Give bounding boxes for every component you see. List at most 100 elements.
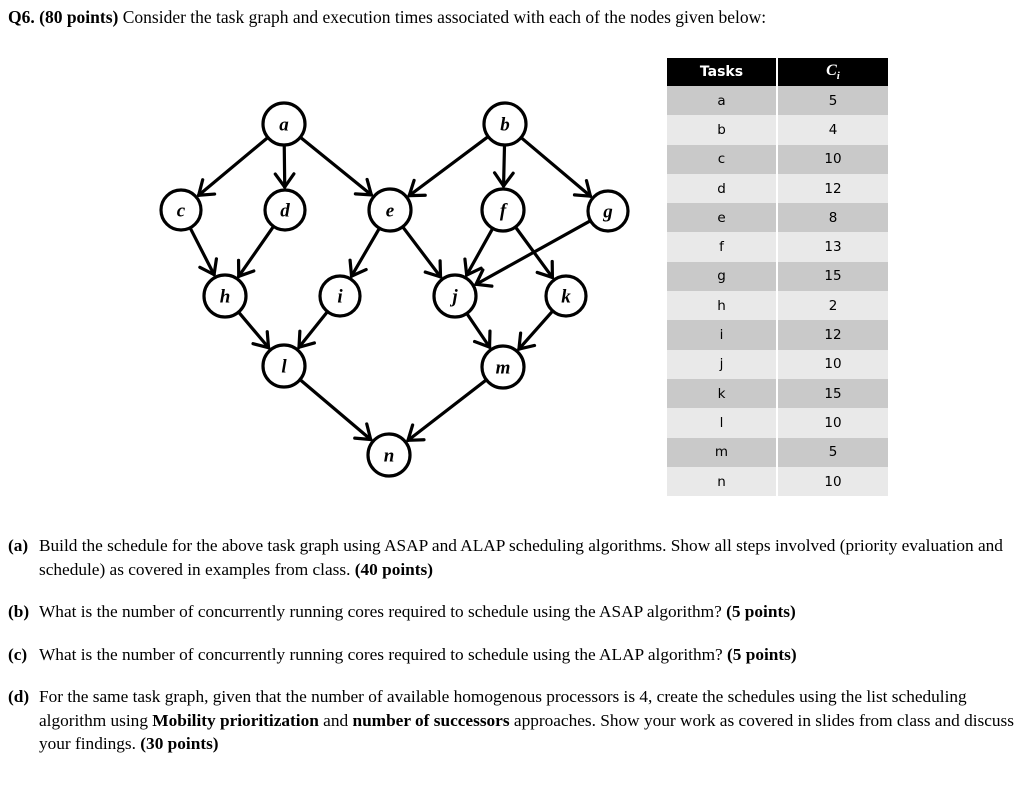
graph-node-f: f xyxy=(480,187,526,233)
node-circle-e xyxy=(367,187,413,233)
node-circle-a xyxy=(261,101,307,147)
arrow-head-icon-e-i xyxy=(349,267,368,278)
cell-task: b xyxy=(665,115,778,145)
graph-node-b: b xyxy=(482,101,528,147)
subquestion-text-segment: For the same task graph, given that the … xyxy=(39,687,967,730)
arrow-head-icon-b-g xyxy=(572,193,593,198)
arrow-head-icon-l-n xyxy=(365,422,373,442)
arrow-head-icon-d-h xyxy=(237,269,256,278)
cell-task: n xyxy=(665,466,778,497)
arrow-head-icon-c-h xyxy=(212,257,219,277)
column-header-ci: Ci xyxy=(776,58,890,86)
cell-ci: 13 xyxy=(776,232,890,262)
cell-task: c xyxy=(665,144,778,174)
column-header-tasks: Tasks xyxy=(665,58,778,86)
arrow-head-icon-e-j xyxy=(423,270,443,279)
cell-ci: 15 xyxy=(776,378,890,409)
arrow-head-icon-a-c xyxy=(197,192,217,197)
arrow-head-icon-h-l xyxy=(265,330,271,350)
graph-edge-l-n xyxy=(299,378,373,442)
subquestion-text-segment: (30 points) xyxy=(140,734,219,753)
page-title: Q6. (80 points) Consider the task graph … xyxy=(8,6,1008,28)
arrow-head-icon-f-j xyxy=(465,266,483,277)
graph-edge-a-c xyxy=(197,136,269,197)
graph-node-d: d xyxy=(263,188,307,232)
graph-edge-k-m xyxy=(517,310,554,351)
node-label-c: c xyxy=(177,201,186,222)
question-number: Q6. (80 points) xyxy=(8,7,119,27)
node-label-d: d xyxy=(280,201,290,222)
graph-edge-a-e xyxy=(299,136,373,197)
node-circle-m xyxy=(480,344,526,390)
node-label-l: l xyxy=(281,357,287,378)
cell-task: j xyxy=(665,349,778,379)
cell-ci: 10 xyxy=(776,144,890,174)
arrow-head-icon-j-m xyxy=(472,339,492,349)
cell-task: g xyxy=(665,261,778,292)
arrow-head-icon-f-j xyxy=(463,257,469,277)
graph-edge-b-e xyxy=(407,135,489,198)
cell-task: l xyxy=(665,408,778,438)
cell-ci: 12 xyxy=(776,173,890,204)
subquestion-text-segment: approaches. Show your work as covered in… xyxy=(39,710,1014,754)
node-label-b: b xyxy=(500,115,510,136)
arrow-head-icon-a-c xyxy=(197,178,205,197)
node-circle-f xyxy=(480,187,526,233)
graph-node-a: a xyxy=(261,101,307,147)
subquestion-text-segment: Build the schedule for the above task gr… xyxy=(39,536,1003,579)
subquestion-b: (b)What is the number of concurrently ru… xyxy=(8,600,1016,624)
cell-ci: 10 xyxy=(776,349,890,379)
graph-edge-j-m xyxy=(465,312,492,349)
subquestion-text-segment: What is the number of concurrently runni… xyxy=(39,644,728,664)
ci-subscript: i xyxy=(836,70,840,83)
arrow-head-icon-b-g xyxy=(584,179,593,198)
arrow-head-icon-f-k xyxy=(535,270,555,280)
node-label-m: m xyxy=(496,358,511,379)
arrow-head-icon-a-d xyxy=(283,172,296,189)
node-circle-h xyxy=(202,273,248,319)
arrow-head-icon-i-l xyxy=(297,329,302,349)
arrow-head-icon-l-n xyxy=(353,436,373,442)
node-circle-b xyxy=(482,101,528,147)
graph-node-h: h xyxy=(202,273,248,319)
node-circle-n xyxy=(366,432,412,478)
subquestion-marker: (a) xyxy=(8,536,29,555)
cell-ci: 15 xyxy=(776,261,890,292)
subquestion-marker: (b) xyxy=(8,602,30,621)
cell-task: h xyxy=(665,291,778,321)
subquestion-text-segment: (40 points) xyxy=(354,559,434,579)
arrow-head-icon-b-e xyxy=(407,178,416,198)
node-label-g: g xyxy=(602,202,613,223)
subquestion-text-segment: number of successors xyxy=(352,710,510,730)
cell-task: a xyxy=(665,86,778,116)
graph-node-j: j xyxy=(432,273,478,319)
arrow-head-icon-a-d xyxy=(273,172,287,189)
node-label-i: i xyxy=(337,287,343,308)
subquestion-text-segment: Mobility prioritization xyxy=(152,710,319,730)
node-circle-g xyxy=(586,189,630,233)
graph-node-g: g xyxy=(586,189,630,233)
subquestion-a: (a) Build the schedule for the above task… xyxy=(8,534,1016,581)
arrow-head-icon-m-n xyxy=(406,423,415,442)
arrow-head-icon-h-l xyxy=(251,342,271,350)
graph-edge-b-g xyxy=(520,136,593,198)
node-label-j: j xyxy=(449,287,458,308)
graph-node-m: m xyxy=(480,344,526,390)
edge-layer xyxy=(188,135,593,442)
subquestion-marker: (c) xyxy=(8,644,28,664)
subquestion-text-segment: (5 points) xyxy=(726,602,796,621)
ci-symbol: C xyxy=(826,61,837,79)
cell-task: i xyxy=(665,320,778,350)
cell-ci: 12 xyxy=(776,320,890,350)
subquestion-list: (a) Build the schedule for the above task… xyxy=(8,534,1016,775)
